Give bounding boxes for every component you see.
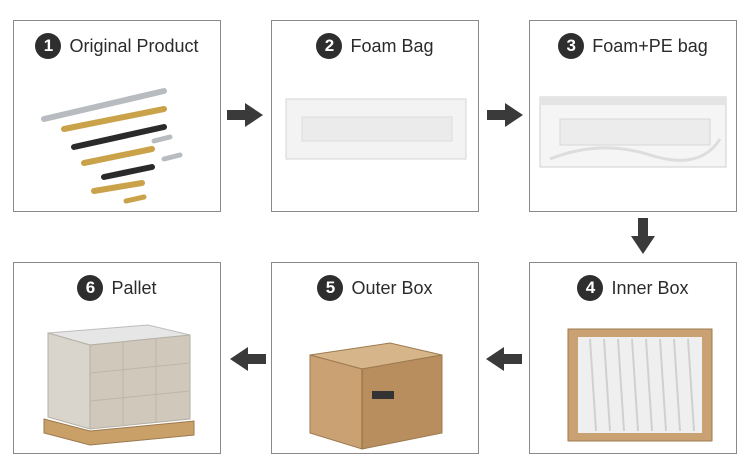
step-number-badge: 1 — [35, 33, 62, 59]
arrow-down-icon — [628, 216, 658, 256]
arrow-left-icon — [228, 344, 268, 374]
step-panel-inner-box: 4 Inner Box — [529, 262, 737, 454]
step-label: Foam+PE bag — [592, 35, 708, 56]
step-number-badge: 2 — [316, 33, 343, 59]
foam-bag-image — [285, 98, 467, 160]
step-label: Inner Box — [611, 277, 689, 298]
step-title: 2 Foam Bag — [272, 33, 478, 59]
step-label: Foam Bag — [350, 35, 434, 56]
step-number-badge: 3 — [558, 33, 585, 59]
step-label: Original Product — [69, 35, 199, 56]
step-number-badge: 4 — [577, 275, 604, 301]
step-panel-outer-box: 5 Outer Box — [271, 262, 479, 454]
step-panel-foam-bag: 2 Foam Bag — [271, 20, 479, 212]
arrow-right-icon — [225, 100, 265, 130]
step-title: 6 Pallet — [14, 275, 220, 301]
outer-box-image — [309, 342, 443, 450]
step-title: 4 Inner Box — [530, 275, 736, 301]
cabinet-handles-image — [41, 88, 183, 204]
inner-box-image — [567, 328, 713, 442]
foam-pe-bag-image — [539, 96, 727, 168]
step-title: 3 Foam+PE bag — [530, 33, 736, 59]
pallet-image — [43, 324, 195, 446]
arrow-left-icon — [484, 344, 524, 374]
step-number-badge: 6 — [77, 275, 104, 301]
step-label: Outer Box — [351, 277, 433, 298]
step-panel-pallet: 6 Pallet — [13, 262, 221, 454]
step-panel-foam-pe-bag: 3 Foam+PE bag — [529, 20, 737, 212]
step-label: Pallet — [111, 277, 157, 298]
step-title: 5 Outer Box — [272, 275, 478, 301]
step-title: 1 Original Product — [14, 33, 220, 59]
step-number-badge: 5 — [317, 275, 344, 301]
arrow-right-icon — [485, 100, 525, 130]
step-panel-original-product: 1 Original Product — [13, 20, 221, 212]
